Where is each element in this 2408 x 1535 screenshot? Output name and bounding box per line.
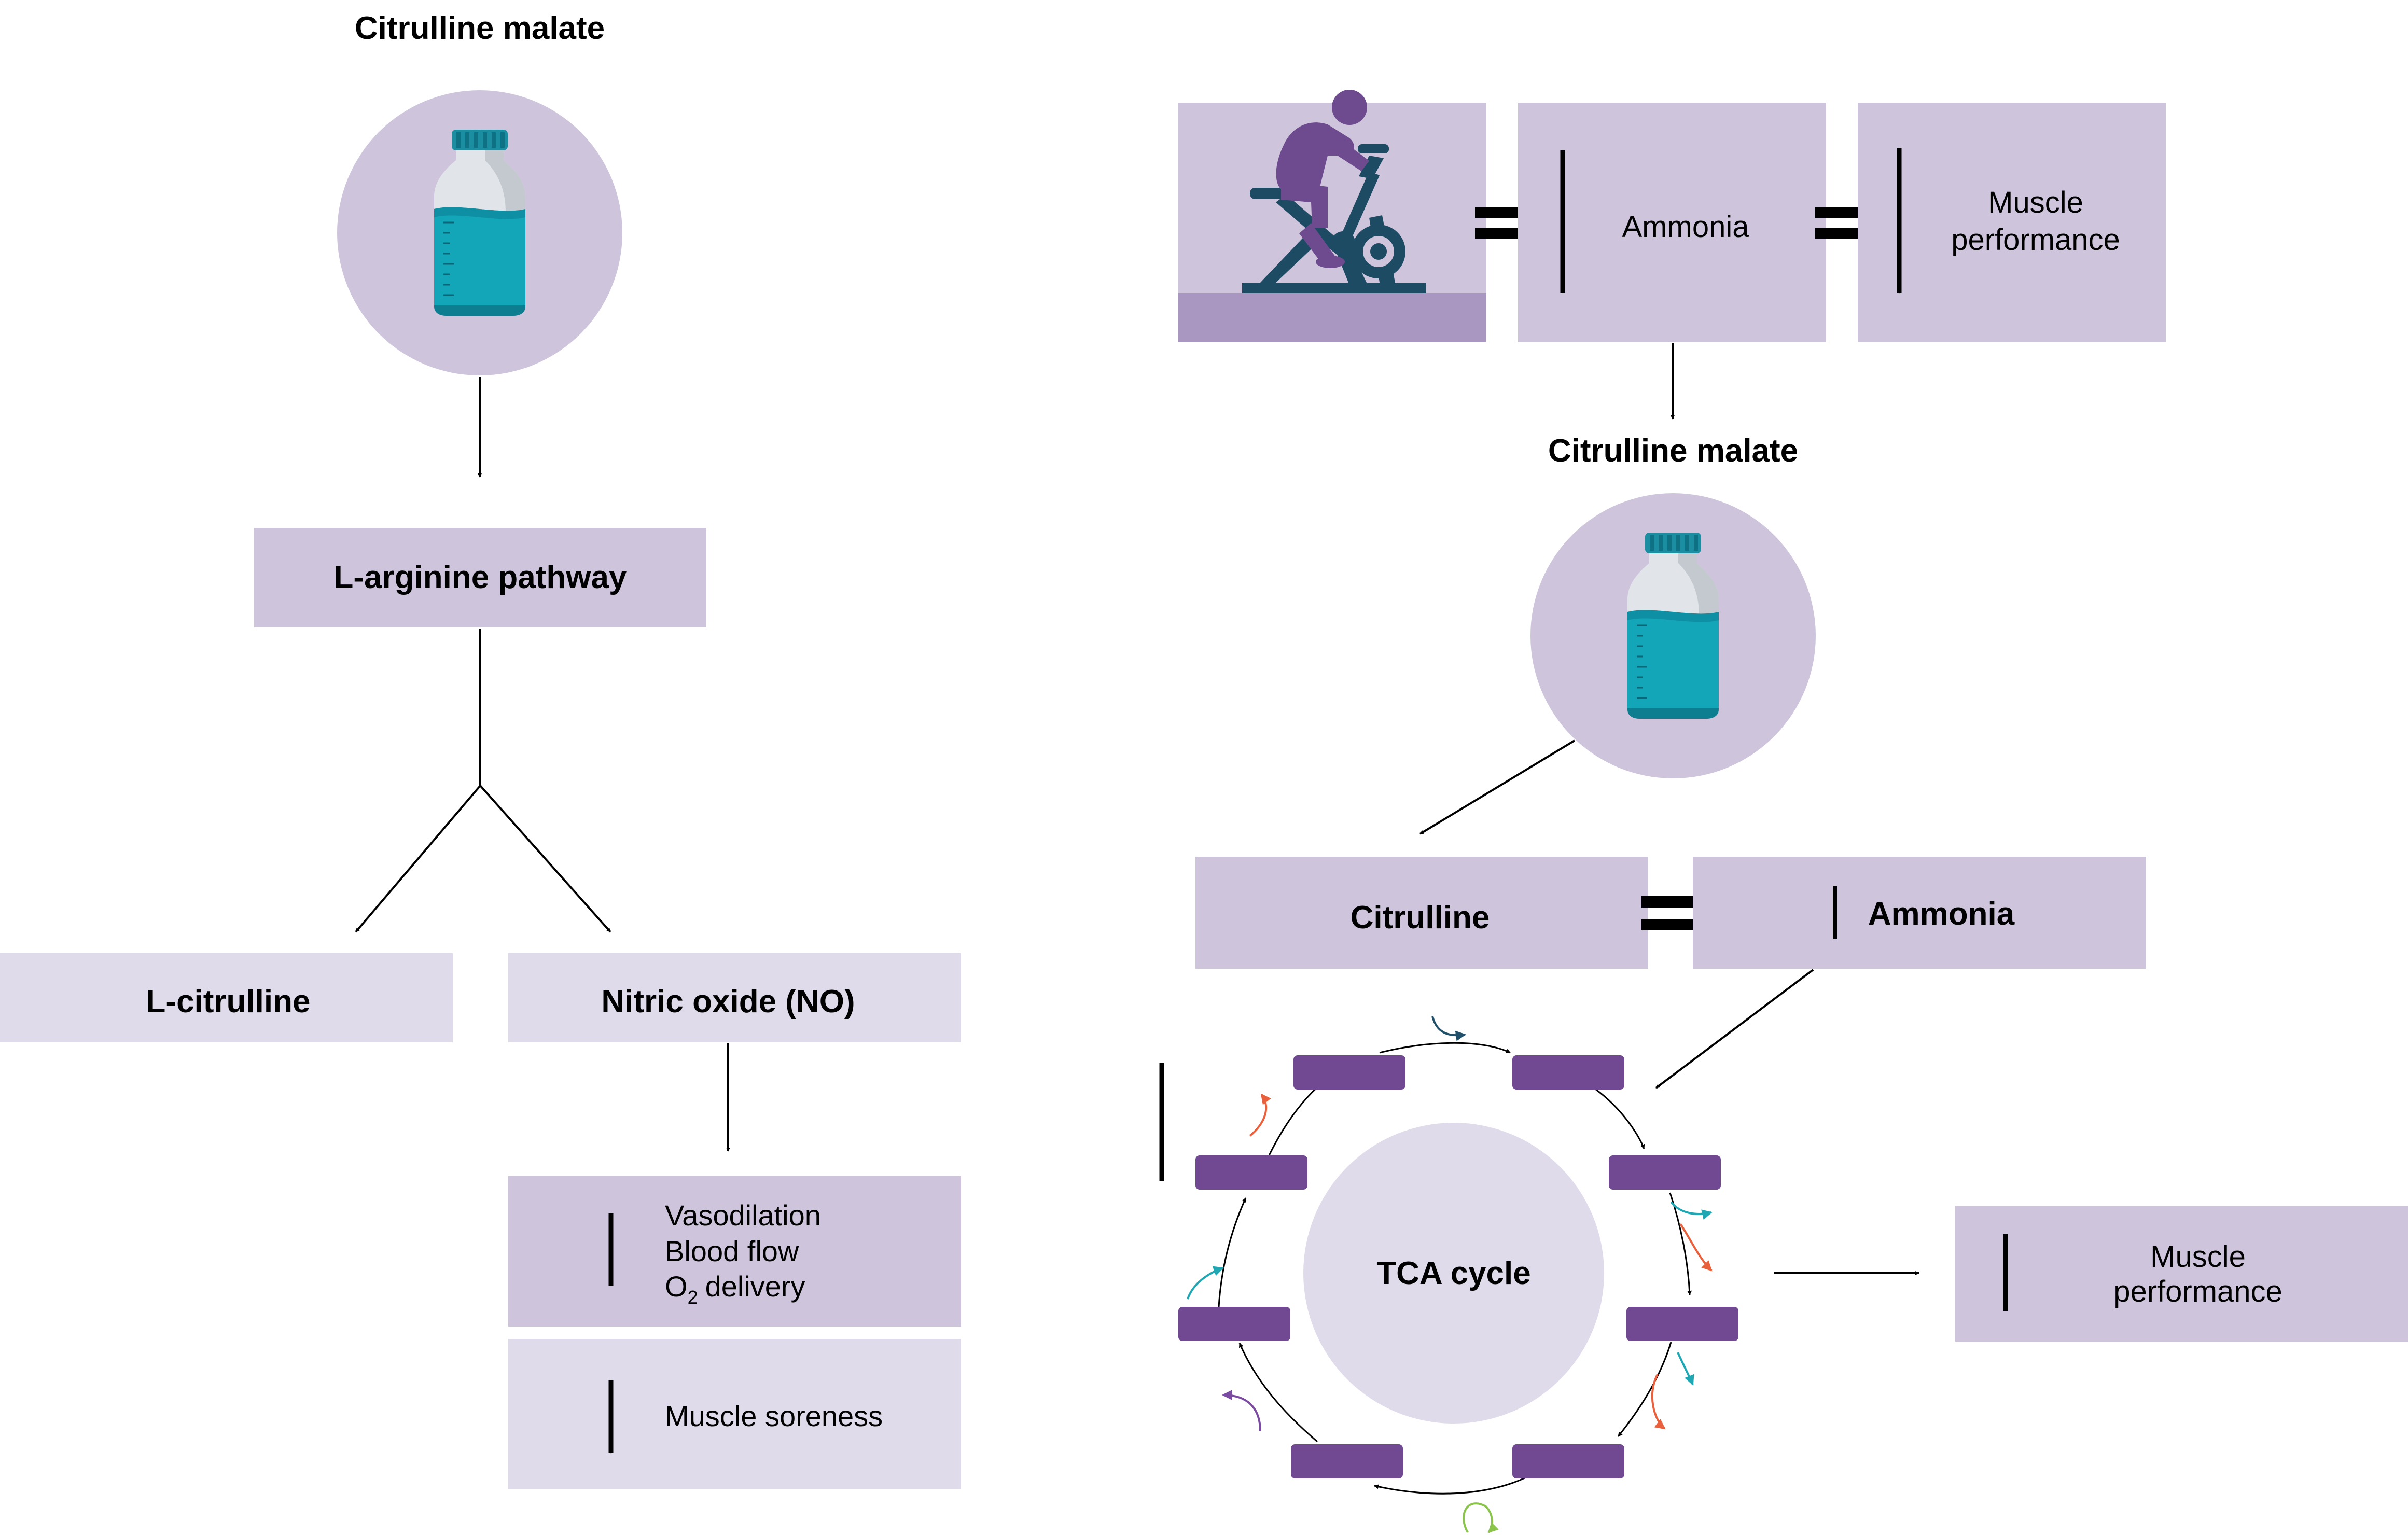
arrow-to-l-citrulline [355, 785, 481, 933]
nitric-oxide-label: Nitric oxide (NO) [601, 984, 855, 1020]
l-citrulline-label: L-citrulline [146, 984, 311, 1020]
performance-top-line1: Muscle [1988, 186, 2083, 219]
arrow-to-citrulline [1419, 739, 1576, 835]
ammonia-top-box [1518, 103, 1826, 342]
performance-top-box [1858, 103, 2166, 342]
l-citrulline-box [0, 953, 453, 1042]
tca-cycle-steps [1178, 1055, 1738, 1478]
arginine-box [254, 528, 706, 627]
soreness-label: Muscle soreness [665, 1400, 883, 1432]
right-title: Citrulline malate [1548, 433, 1798, 469]
ammonia-low-box [1693, 857, 2146, 969]
arginine-label: L-arginine pathway [334, 560, 627, 595]
arrow-to-tca [1655, 969, 1814, 1089]
performance-bottom-line1: Muscle [2150, 1240, 2246, 1274]
equals-icon [1815, 207, 1870, 239]
equals-icon [1475, 207, 1530, 239]
benefits-box [508, 1176, 961, 1327]
citrulline-label: Citrulline [1351, 900, 1490, 936]
tca-label: TCA cycle [1376, 1255, 1531, 1291]
equals-icon [1641, 896, 1697, 930]
citrulline-box [1195, 857, 1648, 969]
benefit-blood-flow: Blood flow [665, 1235, 799, 1267]
benefit-vasodilation: Vasodilation [665, 1199, 821, 1232]
left-title: Citrulline malate [355, 10, 605, 46]
soreness-box [508, 1339, 961, 1489]
tca-circle [1303, 1123, 1604, 1424]
ammonia-low-label: Ammonia [1868, 896, 2015, 932]
exercise-floor [1178, 293, 1486, 342]
ammonia-top-label: Ammonia [1622, 210, 1750, 244]
nitric-oxide-box [508, 953, 961, 1042]
cyclist-icon [1242, 90, 1426, 293]
performance-bottom-box [1955, 1206, 2408, 1342]
tca-cycle-side-arrows [1187, 1016, 1713, 1533]
arrow-to-nitric-oxide [479, 785, 611, 933]
performance-bottom-line2: performance [2113, 1275, 2282, 1308]
performance-top-line2: performance [1951, 223, 2120, 257]
